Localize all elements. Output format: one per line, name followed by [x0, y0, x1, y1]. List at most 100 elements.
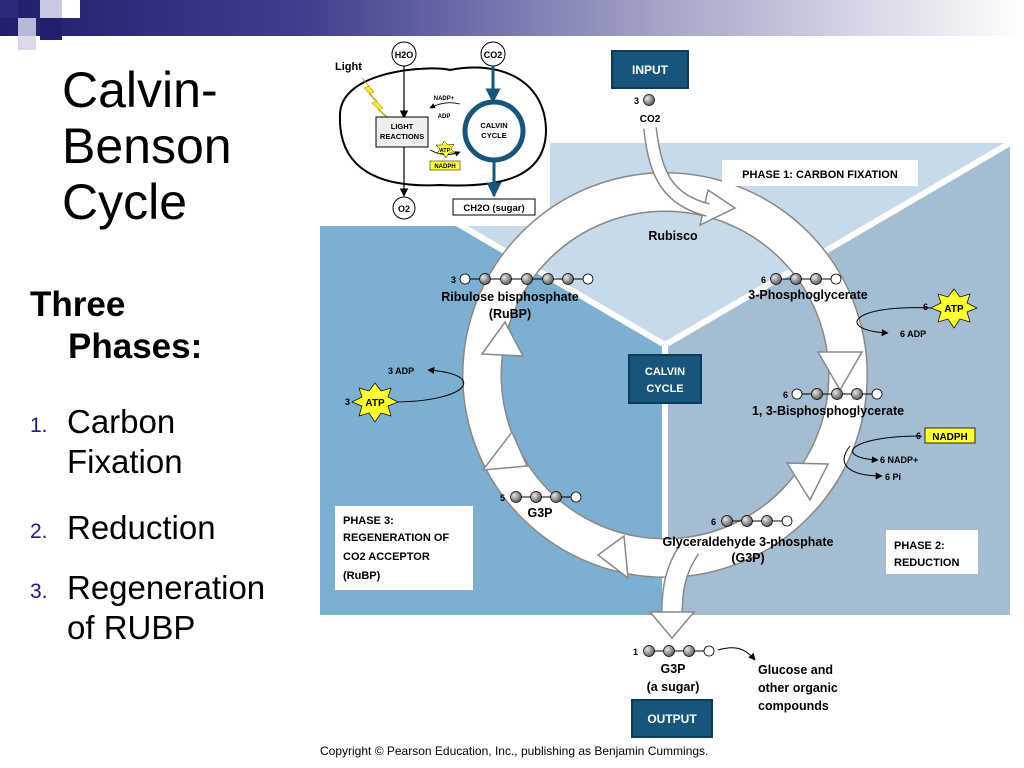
phase2-label: PHASE 2:	[894, 540, 945, 552]
phases-heading: Three Phases:	[30, 284, 202, 368]
output-box	[631, 699, 713, 738]
adp3-label: 3 ADP	[388, 366, 414, 376]
phase-text: Carbon Fixation	[67, 402, 183, 481]
phosphate-circle	[791, 388, 803, 400]
input-label: INPUT	[632, 63, 669, 77]
output-label: OUTPUT	[647, 712, 697, 726]
inset-arrow	[429, 102, 461, 109]
cycle-ring	[462, 127, 868, 640]
atp6-count: 6	[923, 302, 928, 312]
input-count: 3	[634, 96, 639, 106]
phosphate-circle	[871, 388, 883, 400]
glucose-label: other organic	[758, 681, 838, 695]
carbon-ball	[542, 273, 554, 285]
glucose-label: Glucose and	[758, 663, 833, 677]
pga-label: 3-Phosphoglycerate	[748, 288, 868, 302]
output-arrowhead	[648, 611, 696, 640]
inset-nadp-label: NADP+	[434, 96, 455, 102]
cycle-arrowhead	[785, 462, 830, 502]
slide-title: Calvin- Benson Cycle	[62, 62, 232, 230]
phase-number: 2.	[30, 520, 48, 543]
input-molecule: CO2	[640, 114, 661, 125]
phase-number: 3.	[30, 580, 48, 603]
phosphate-circle	[781, 515, 793, 527]
phase3-label: PHASE 3:	[343, 515, 394, 527]
carbon-ball	[550, 491, 562, 503]
carbon-ball	[761, 515, 773, 527]
rubp-count: 3	[451, 275, 456, 285]
decorative-square	[18, 18, 36, 36]
carbon-ball	[790, 273, 802, 285]
g3p6-label: (G3P)	[731, 551, 764, 565]
input-box	[611, 50, 689, 89]
carbon-ball	[683, 645, 695, 657]
chloroplast-inset: Light H2O CO2 LIGHT REACTIONS CALVIN CYC…	[318, 41, 550, 226]
phase-text-line: Fixation	[67, 442, 183, 480]
carbon-ball	[810, 273, 822, 285]
phase1-label-box	[722, 160, 918, 186]
carbon-ball	[521, 273, 533, 285]
title-line: Benson	[62, 118, 232, 174]
inset-co2-label: CO2	[484, 50, 503, 60]
carbon-ball	[643, 645, 655, 657]
cycle-arrowhead	[480, 320, 525, 357]
title-line: Cycle	[62, 174, 188, 230]
carbon-ball	[741, 515, 753, 527]
nadph-label: NADPH	[932, 432, 968, 443]
carbon-ball	[721, 515, 733, 527]
phase-text-line: Regeneration	[67, 569, 266, 606]
inset-light-label: Light	[335, 61, 362, 73]
carbon-ball	[530, 491, 542, 503]
bpg-count: 6	[783, 390, 788, 400]
atp-burst	[930, 288, 978, 329]
cycle-arrowhead	[816, 351, 864, 392]
carbon-ball	[663, 645, 675, 657]
decorative-square	[40, 0, 62, 18]
inset-light-reactions-label: REACTIONS	[380, 132, 424, 141]
phosphate-circle	[459, 273, 471, 285]
phosphate-circle	[570, 491, 582, 503]
phase-number: 1.	[30, 414, 48, 437]
rubp-label: (RuBP)	[489, 307, 531, 321]
inset-atp-burst	[435, 140, 456, 159]
output-arrow	[662, 542, 699, 616]
nadp-label: 6 NADP+	[880, 455, 918, 465]
g3p5-label: G3P	[527, 506, 552, 520]
phosphate-circle	[703, 645, 715, 657]
center-calvin-label: CYCLE	[646, 383, 683, 395]
phase3-label: (RuBP)	[343, 570, 381, 582]
phosphate-circle	[830, 273, 842, 285]
atp3-arrow	[391, 366, 465, 403]
bpg-label: 1, 3-Bisphosphoglycerate	[752, 404, 904, 418]
molecule-rubp: 3	[451, 273, 594, 285]
molecule-g3p5: 5	[500, 491, 582, 503]
atp3-count: 3	[345, 397, 350, 407]
inset-sugar-box	[452, 198, 536, 216]
inset-nadph-label: NADPH	[434, 164, 455, 170]
center-calvin-label: CALVIN	[645, 366, 685, 378]
g3p6-label: Glyceraldehyde 3-phosphate	[663, 535, 834, 549]
phases-heading-line: Phases:	[68, 327, 203, 366]
atp6-label: ATP	[944, 304, 964, 315]
g3p5-count: 5	[500, 493, 505, 503]
phase2-label: REDUCTION	[894, 557, 959, 569]
atp-burst	[351, 382, 399, 423]
inset-calvin-label: CALVIN	[480, 121, 507, 130]
output-glucose-arrow	[717, 647, 756, 661]
copyright-notice: Copyright © Pearson Education, Inc., pub…	[320, 744, 709, 758]
output-g3p-label: G3P	[660, 662, 685, 676]
decorative-square	[18, 36, 36, 50]
rubp-label: Ribulose bisphosphate	[441, 290, 579, 304]
phase3-label-box	[335, 506, 473, 590]
rubisco-label: Rubisco	[648, 229, 698, 243]
nadph-arrow	[852, 435, 923, 464]
carbon-ball	[510, 491, 522, 503]
output-count: 1	[633, 647, 638, 657]
phase3-label: CO2 ACCEPTOR	[343, 551, 430, 563]
phosphate-circle	[582, 273, 594, 285]
output-sugar-label: (a sugar)	[647, 680, 700, 694]
phase-text-line: of RUBP	[67, 608, 196, 646]
carbon-ball	[831, 388, 843, 400]
molecule-output-g3p: 1	[633, 645, 715, 657]
cycle-arrowhead	[596, 534, 629, 580]
